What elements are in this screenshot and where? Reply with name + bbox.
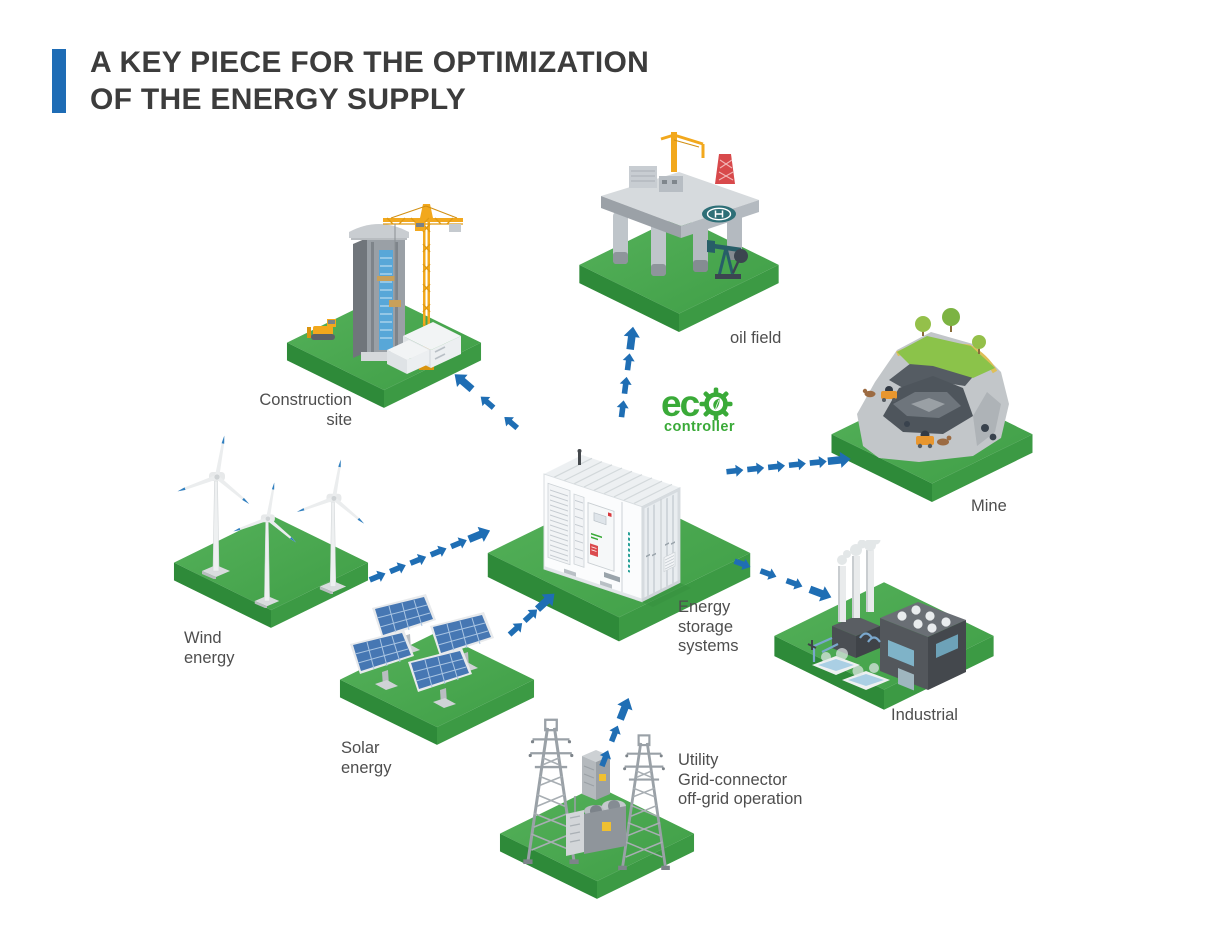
label-industrial: Industrial [891, 706, 958, 724]
eco-controller-logo: ec controller [661, 385, 735, 435]
page-title: A KEY PIECE FOR THE OPTIMIZATION OF THE … [90, 46, 650, 116]
mine-illustration [823, 296, 1041, 504]
derrick [715, 154, 735, 184]
utility-grid-illustration [496, 696, 698, 902]
pumpjack [707, 240, 748, 279]
construction-building [349, 224, 409, 361]
transformer-station [566, 750, 626, 856]
label-mine: Mine [971, 497, 1007, 515]
bulldozer [307, 319, 336, 340]
helipad-icon [702, 205, 736, 223]
factory [807, 540, 966, 691]
tower-crane [383, 204, 463, 370]
label-oil-field: oil field [730, 329, 782, 347]
flow-arrow-from-wind [368, 526, 491, 583]
mine-cart [916, 430, 952, 449]
rig-crane [660, 132, 705, 172]
storage-container [543, 449, 691, 607]
roof-tanks [897, 605, 951, 633]
oil-rig-platform [601, 132, 759, 276]
container-front-face [543, 473, 643, 603]
cooling-pools [812, 648, 890, 690]
quarry [857, 308, 1009, 462]
energy-storage-illustration [478, 390, 760, 652]
site-buildings [387, 322, 461, 374]
logo-text: ec [661, 383, 700, 424]
industrial-illustration [768, 540, 1000, 712]
mine-cart [862, 386, 897, 402]
label-wind-energy: Wind energy [184, 629, 235, 667]
label-solar-energy: Solar energy [341, 739, 392, 777]
gear-leaf-icon [699, 386, 733, 421]
container-door-face [641, 487, 681, 603]
oil-field-illustration [573, 126, 785, 334]
label-energy-storage-systems: Energy storage systems [678, 598, 739, 655]
page-header: A KEY PIECE FOR THE OPTIMIZATION OF THE … [52, 44, 649, 118]
construction-site-illustration [283, 180, 485, 412]
label-utility: Utility Grid-connector off-grid operatio… [678, 751, 803, 808]
smoke [837, 540, 881, 565]
label-construction-site: Construction site [259, 391, 352, 429]
title-accent-bar [52, 49, 66, 113]
logo-subtitle: controller [664, 419, 735, 435]
